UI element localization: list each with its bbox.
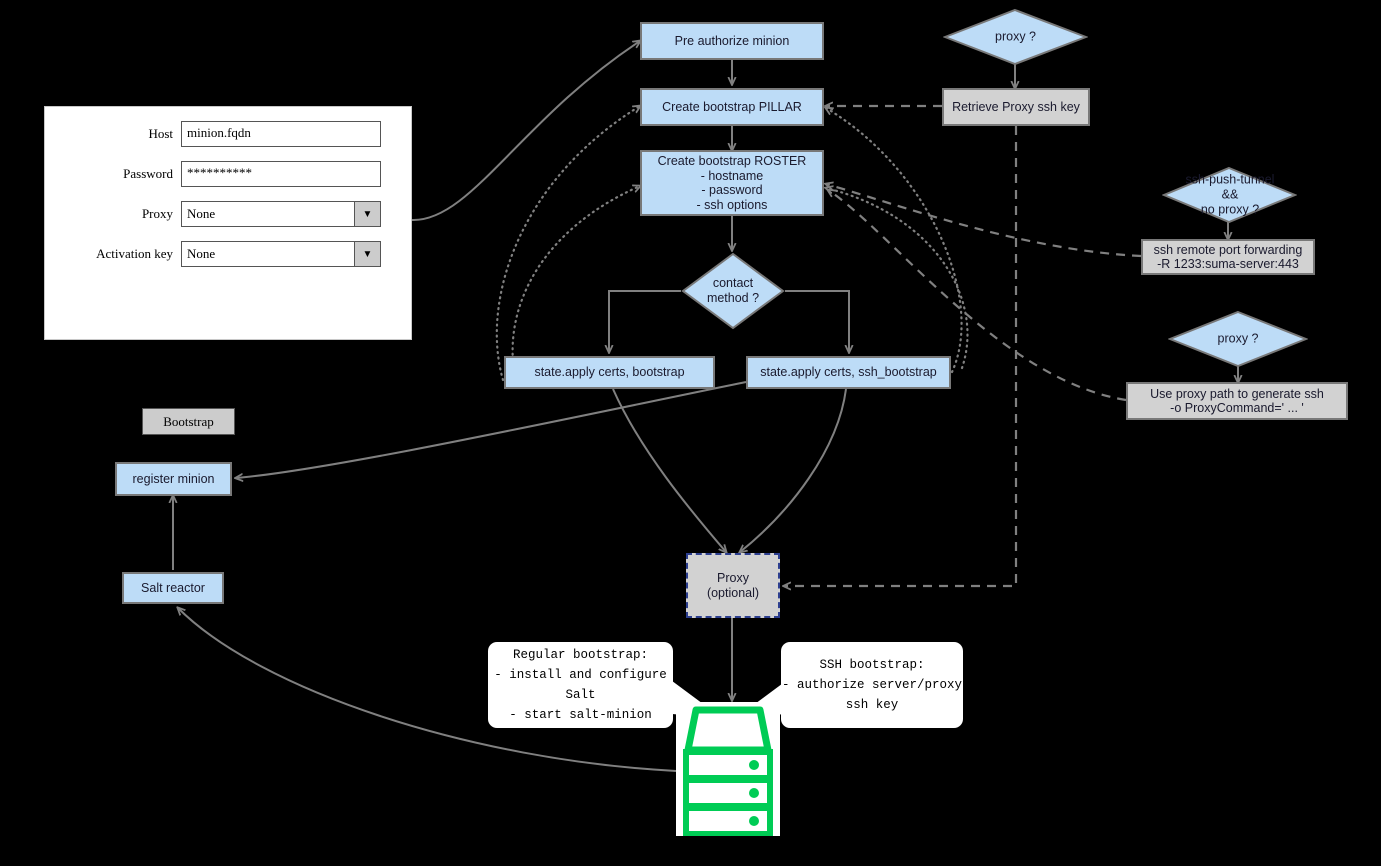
bootstrap-button[interactable]: Bootstrap [142, 408, 235, 435]
node-state-apply-bootstrap[interactable]: state.apply certs, bootstrap [504, 356, 715, 389]
node-create-bootstrap-roster[interactable]: Create bootstrap ROSTER - hostname - pas… [640, 150, 824, 216]
node-proxy-optional[interactable]: Proxy (optional) [686, 553, 780, 618]
password-input[interactable]: ********** [181, 161, 381, 187]
node-proxy-decision-top[interactable]: proxy ? [943, 8, 1088, 66]
proxy-decision-top-label: proxy ? [995, 29, 1036, 44]
password-label: Password [123, 166, 173, 181]
proxy-decision-bottom-label: proxy ? [1217, 331, 1259, 346]
ssh-push-tunnel-label: ssh-push-tunnel && no proxy ? [1185, 172, 1275, 217]
proxy-select-value: None [187, 206, 216, 221]
activation-key-label: Activation key [96, 246, 173, 261]
edge-ssh-to-pillar [826, 108, 963, 374]
callout-regular-bootstrap: Regular bootstrap: - install and configu… [488, 642, 673, 728]
chevron-down-icon[interactable]: ▼ [354, 242, 380, 266]
bootstrap-form: Host minion.fqdn Password ********** Pro… [44, 106, 412, 435]
proxy-label: Proxy [141, 206, 173, 221]
node-contact-method-decision[interactable]: contact method ? [681, 252, 785, 330]
activation-key-select-value: None [187, 246, 216, 261]
edge-bootstrap-to-pillar [495, 106, 640, 382]
edge-ssh-to-roster [826, 188, 969, 370]
host-label: Host [148, 126, 173, 141]
host-input[interactable]: minion.fqdn [181, 121, 381, 147]
callout-ssh-bootstrap: SSH bootstrap: - authorize server/proxy … [781, 642, 963, 728]
node-retrieve-proxy-ssh-key[interactable]: Retrieve Proxy ssh key [942, 88, 1090, 126]
node-ssh-remote-port-forwarding[interactable]: ssh remote port forwarding -R 1233:suma-… [1141, 239, 1315, 275]
server-rack-icon [676, 702, 780, 837]
node-state-apply-ssh-bootstrap[interactable]: state.apply certs, ssh_bootstrap [746, 356, 951, 389]
node-use-proxy-path[interactable]: Use proxy path to generate ssh -o ProxyC… [1126, 382, 1348, 420]
node-create-bootstrap-pillar[interactable]: Create bootstrap PILLAR [640, 88, 824, 126]
edge-form-to-preauth [411, 41, 640, 222]
edge-bootstrap-to-roster [511, 186, 640, 384]
edge-forward-to-roster [826, 184, 1142, 258]
node-ssh-push-tunnel-decision[interactable]: ssh-push-tunnel && no proxy ? [1162, 166, 1297, 224]
node-pre-authorize-minion[interactable]: Pre authorize minion [640, 22, 824, 60]
node-proxy-decision-bottom[interactable]: proxy ? [1168, 310, 1308, 368]
activation-key-select[interactable]: None ▼ [181, 241, 381, 267]
proxy-select[interactable]: None ▼ [181, 201, 381, 227]
chevron-down-icon[interactable]: ▼ [354, 202, 380, 226]
node-register-minion[interactable]: register minion [115, 462, 232, 496]
contact-method-label: contact method ? [706, 276, 760, 305]
node-salt-reactor[interactable]: Salt reactor [122, 572, 224, 604]
